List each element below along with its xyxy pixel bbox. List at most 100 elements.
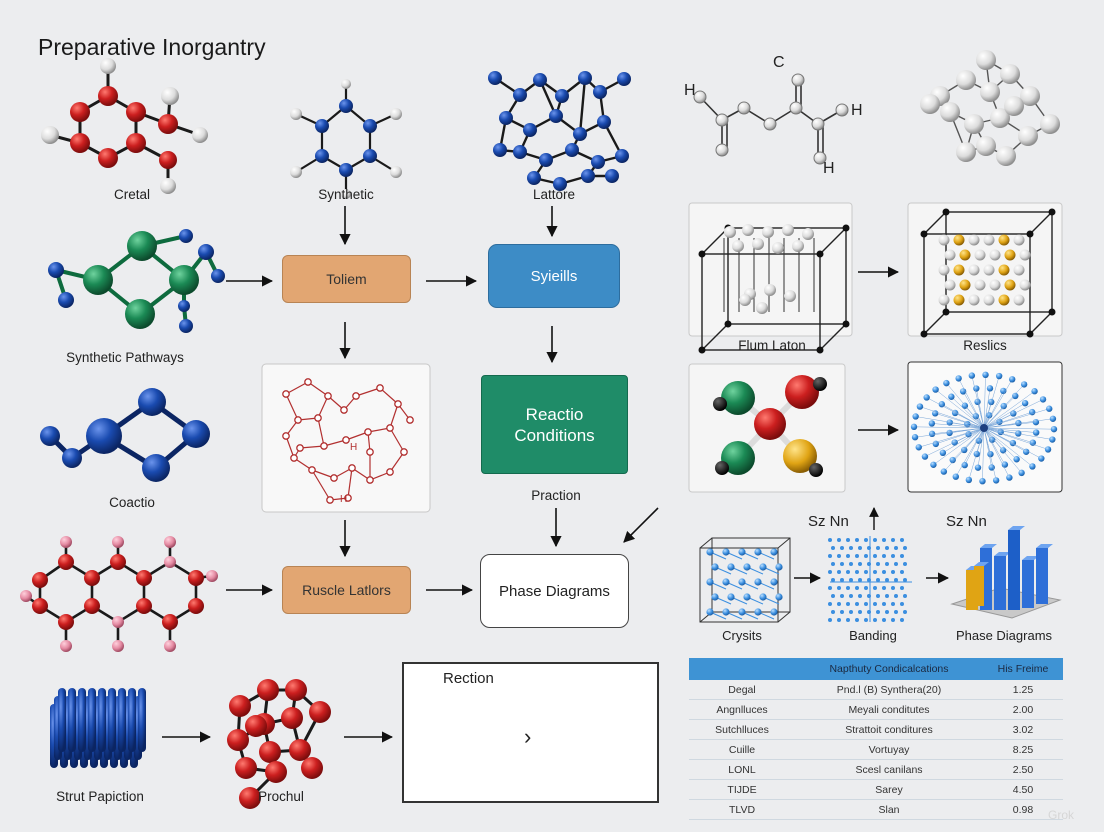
atom bbox=[60, 536, 72, 548]
lattice-atom bbox=[968, 264, 980, 276]
atom bbox=[783, 439, 817, 473]
band-dot bbox=[846, 570, 850, 574]
cluster-atom bbox=[921, 453, 929, 460]
atom bbox=[164, 640, 176, 652]
column bbox=[88, 688, 96, 752]
atom bbox=[976, 50, 996, 70]
band-dot bbox=[846, 538, 850, 542]
atom bbox=[136, 598, 152, 614]
lattice-edge bbox=[701, 253, 821, 351]
atom bbox=[980, 82, 1000, 102]
cluster-bond bbox=[983, 391, 1035, 429]
cluster-atom bbox=[939, 449, 947, 457]
cluster-atom bbox=[1050, 425, 1058, 433]
lattice-edge bbox=[701, 323, 729, 351]
lattice-atom bbox=[998, 234, 1010, 246]
cluster-atom bbox=[973, 385, 980, 392]
band-dot bbox=[903, 562, 907, 566]
table-cell: 0.98 bbox=[983, 799, 1063, 820]
network-node bbox=[282, 432, 290, 440]
cluster-atom bbox=[988, 398, 995, 406]
atom bbox=[527, 171, 541, 185]
cube-atom bbox=[770, 548, 778, 556]
lattice-edge bbox=[945, 211, 1053, 313]
box-toliem-label: Toliem bbox=[326, 271, 367, 287]
table-cell: 2.00 bbox=[983, 699, 1063, 720]
cluster-atom bbox=[1000, 402, 1007, 410]
cluster-atom bbox=[923, 394, 930, 401]
cluster-atom bbox=[1009, 439, 1017, 447]
lattice-atom bbox=[974, 249, 986, 261]
table-cell: 8.25 bbox=[983, 739, 1063, 760]
cluster-atom bbox=[932, 440, 940, 448]
lattice-edge bbox=[923, 211, 947, 235]
band-dot bbox=[846, 554, 850, 558]
atom bbox=[32, 572, 48, 588]
atom bbox=[289, 739, 311, 761]
bar bbox=[1022, 560, 1034, 608]
box-syieills[interactable]: Syieills bbox=[488, 244, 620, 308]
table-cell: 3.02 bbox=[983, 719, 1063, 740]
band-dot bbox=[885, 562, 889, 566]
cluster-bond bbox=[935, 427, 985, 445]
atom bbox=[169, 265, 199, 295]
box-toliem[interactable]: Toliem bbox=[282, 255, 411, 303]
formula-atom bbox=[813, 151, 827, 165]
cluster-center bbox=[980, 424, 988, 432]
cluster-bond bbox=[983, 427, 1053, 440]
cube-atom bbox=[775, 563, 783, 571]
network-node bbox=[294, 416, 302, 424]
network-bond bbox=[345, 431, 369, 441]
atom bbox=[721, 441, 755, 475]
box-reaction-conditions[interactable]: Reactio Conditions bbox=[481, 375, 628, 474]
atom bbox=[549, 109, 563, 123]
bar bbox=[994, 556, 1006, 610]
network-bond bbox=[299, 445, 325, 449]
reaction-panel-chevron: › bbox=[524, 724, 532, 749]
cluster-bond bbox=[983, 384, 1025, 429]
band-dot bbox=[858, 562, 862, 566]
lattice-atom bbox=[959, 279, 971, 291]
box-ruscle-latlors[interactable]: Ruscle Latlors bbox=[282, 566, 411, 614]
cluster-atom bbox=[992, 477, 1000, 484]
cluster-atom bbox=[1015, 419, 1022, 427]
atom bbox=[239, 787, 261, 809]
band-dot bbox=[837, 538, 841, 542]
cube-atom bbox=[759, 593, 767, 601]
table-cell: 4.50 bbox=[983, 779, 1063, 800]
atom bbox=[390, 166, 402, 178]
network-bond bbox=[389, 403, 399, 429]
network-node bbox=[308, 466, 316, 474]
atom bbox=[188, 598, 204, 614]
box-phase-diagrams[interactable]: Phase Diagrams bbox=[480, 554, 629, 628]
cluster-bond bbox=[943, 427, 985, 472]
atom bbox=[138, 388, 166, 416]
lattice-edge bbox=[819, 323, 847, 351]
column bbox=[118, 688, 126, 752]
formula-carbon-label: C bbox=[773, 54, 785, 71]
atom bbox=[1004, 96, 1024, 116]
atom bbox=[206, 570, 218, 582]
lattice-atom bbox=[959, 249, 971, 261]
atom bbox=[83, 265, 113, 295]
band-dot bbox=[864, 586, 868, 590]
lattice-atom bbox=[792, 240, 804, 252]
network-hydrogen-label-1: H bbox=[350, 442, 358, 453]
cube-edge bbox=[777, 611, 791, 623]
band-dot bbox=[855, 538, 859, 542]
atom bbox=[161, 87, 179, 105]
band-dot bbox=[840, 610, 844, 614]
cluster-atom bbox=[1028, 408, 1036, 416]
band-dot bbox=[855, 554, 859, 558]
bar-top bbox=[994, 552, 1011, 556]
lattice-atom bbox=[732, 240, 744, 252]
lattice-atom bbox=[998, 264, 1010, 276]
cube-atom bbox=[754, 548, 762, 556]
cluster-atom bbox=[979, 477, 986, 485]
cluster-bond bbox=[933, 427, 985, 465]
cluster-bond bbox=[942, 427, 985, 454]
cluster-bond bbox=[983, 427, 1022, 474]
cluster-atom bbox=[1044, 446, 1052, 453]
